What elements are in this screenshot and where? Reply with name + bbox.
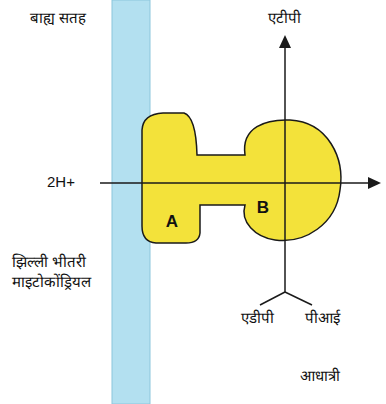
pi-label: पीआई — [305, 308, 340, 328]
atp-arrow — [284, 47, 286, 292]
proton-label: 2H+ — [47, 172, 75, 192]
atp-label: एटीपी — [268, 8, 301, 28]
arrowhead — [368, 177, 381, 189]
membrane-label: झिल्ली भीतरी माइटोकोंड्रियल — [12, 252, 124, 293]
f0-part: A — [166, 213, 178, 232]
part-letter: A — [166, 213, 178, 232]
matrix-label: आधात्री — [300, 366, 340, 386]
arrowhead — [279, 35, 291, 48]
f1-head: B — [257, 199, 269, 218]
part-letter: B — [257, 199, 269, 218]
proton-flow-arrow — [100, 182, 370, 184]
outer-surface-label: बाह्य सतह — [30, 8, 86, 28]
adp-branch — [260, 292, 285, 305]
pi-branch — [285, 292, 312, 305]
atp-synthase-shape — [142, 113, 341, 243]
adp-label: एडीपी — [241, 308, 274, 328]
